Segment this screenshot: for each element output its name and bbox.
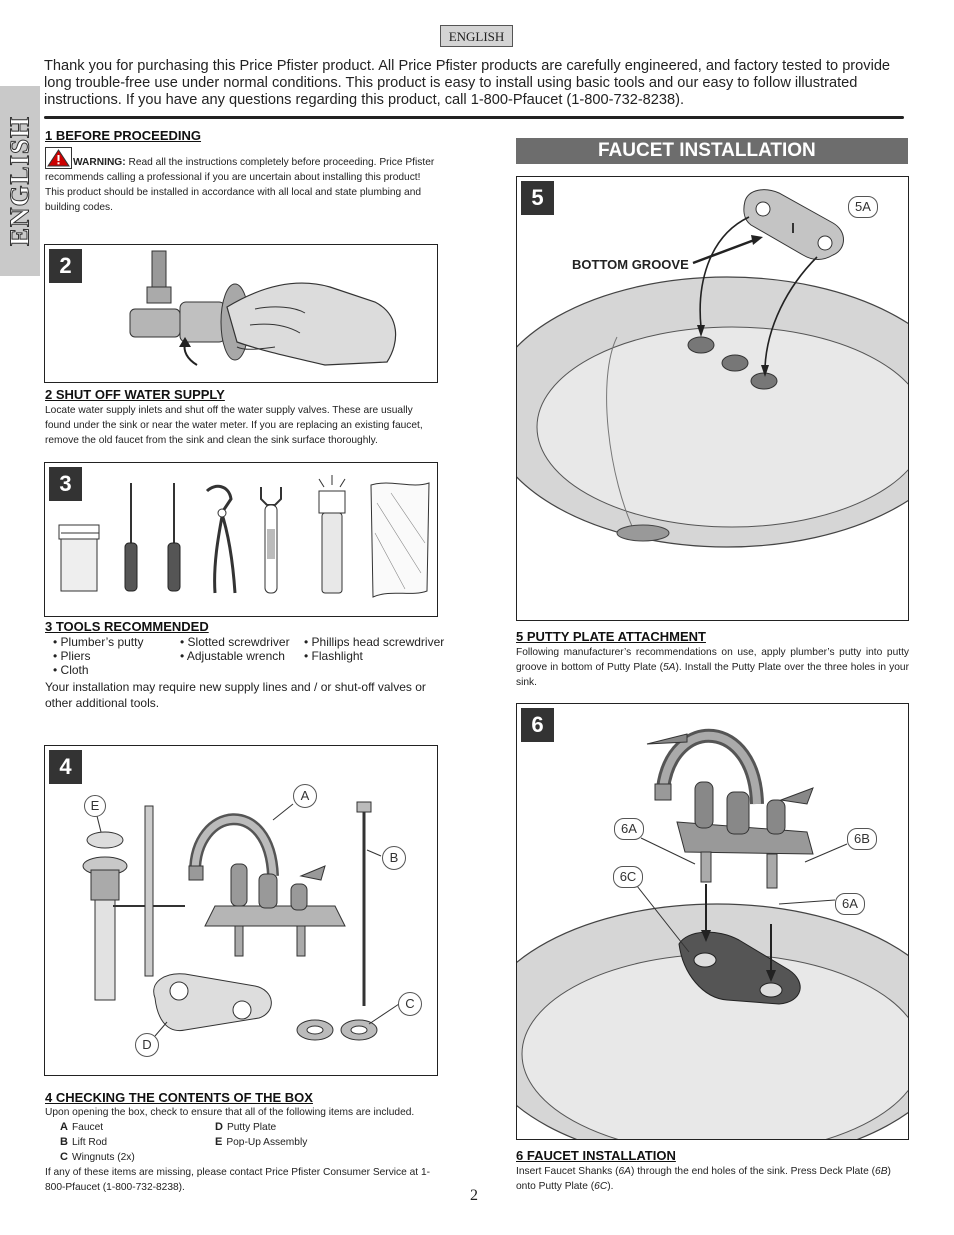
section-5-title: 5 PUTTY PLATE ATTACHMENT [516,629,706,644]
figure-3-tools: 3 [44,462,438,617]
figure-3-number: 3 [49,467,82,501]
section-1-title: 1 BEFORE PROCEEDING [45,128,202,143]
figure-2-number: 2 [49,249,82,283]
faucet-installation-illustration [517,728,908,1139]
callout-6a-right: 6A [835,893,865,915]
warning-label: WARNING: [73,157,126,168]
ref-6c: 6C [594,1181,608,1192]
ref-6a: 6A [618,1166,631,1177]
callout-d: D [135,1033,159,1057]
popup-assembly-icon [82,805,185,1001]
sink-putty-plate-illustration [517,189,908,548]
tool-item: • Phillips head screwdriver [304,635,445,649]
section-3-title: 3 TOOLS RECOMMENDED [45,619,209,634]
header-divider [44,116,904,119]
phillips-screwdriver-icon [167,483,181,592]
tool-item: • Cloth [53,663,89,677]
callout-5a: 5A [848,196,878,218]
faucet-icon [646,728,814,889]
adjustable-wrench-icon [260,487,282,594]
language-label: ENGLISH [440,25,513,47]
tool-item: • Slotted screwdriver [180,635,290,649]
callout-b: B [382,846,406,870]
putty-jar-icon [58,524,100,592]
tools-list: • Plumber’s putty • Slotted screwdriver … [53,635,454,677]
putty-plate-icon [153,973,272,1032]
faucet-icon [188,813,346,957]
bottom-groove-label: BOTTOM GROOVE [572,257,689,272]
box-contents-illustration [82,801,400,1041]
tool-item: • Plumber’s putty [53,635,144,649]
section-2-title: 2 SHUT OFF WATER SUPPLY [45,387,225,402]
putty-plate-5a-icon [743,189,844,260]
side-language-tab: ENGLISH [0,86,40,276]
callout-e: E [84,795,106,817]
section-4-intro: Upon opening the box, check to ensure th… [45,1107,415,1118]
lift-rod-icon [356,801,372,1006]
section-6-text: Insert Faucet Shanks (6A) through the en… [516,1166,891,1192]
sink-holes-icon [687,336,778,390]
pliers-icon [205,484,237,594]
sink-basin-icon [517,903,908,1139]
section-4-footer: If any of these items are missing, pleas… [45,1167,431,1193]
figure-4-number: 4 [49,750,82,784]
shutoff-valve-hand-illustration [129,250,397,366]
flashlight-icon [318,475,346,594]
wingnuts-icon [296,1019,378,1041]
figure-6-faucet-installation: 6 6A 6B [516,703,909,1140]
tools-illustration [58,475,430,598]
tool-item: • Adjustable wrench [180,649,285,663]
intro-paragraph: Thank you for purchasing this Price Pfis… [44,58,891,108]
callout-6b: 6B [847,828,877,850]
callout-6c: 6C [613,866,643,888]
callout-c: C [398,992,422,1016]
figure-6-number: 6 [521,708,554,742]
tool-item: • Flashlight [304,649,363,663]
section-5-text: Following manufacturer’s recommendations… [516,647,909,688]
ref-5a: 5A [663,662,676,673]
warning-block: WARNING: Read all the instructions compl… [45,147,439,215]
section-3-note: Your installation may require new supply… [45,680,426,710]
section-4-title: 4 CHECKING THE CONTENTS OF THE BOX [45,1090,313,1105]
figure-2-shutoff-valve: 2 [44,244,438,383]
callout-6a-top: 6A [614,818,644,840]
cloth-icon [370,482,430,598]
figure-5-putty-plate: 5 BOTTOM GROOVE 5A [516,176,909,621]
side-tab-label: ENGLISH [4,115,35,247]
faucet-installation-band: FAUCET INSTALLATION [516,138,908,164]
figure-4-box-contents: 4 [44,745,438,1076]
section-2-text: Locate water supply inlets and shut off … [45,405,423,446]
warning-icon [45,147,72,169]
callout-a: A [293,784,317,808]
warning-text: Read all the instructions completely bef… [45,157,435,213]
sink-basin-icon [517,276,908,548]
tool-item: • Pliers [53,649,91,663]
section-6-title: 6 FAUCET INSTALLATION [516,1148,676,1163]
ref-6b: 6B [875,1166,888,1177]
slotted-screwdriver-icon [124,483,138,592]
figure-5-number: 5 [521,181,554,215]
page-number: 2 [470,1187,478,1204]
